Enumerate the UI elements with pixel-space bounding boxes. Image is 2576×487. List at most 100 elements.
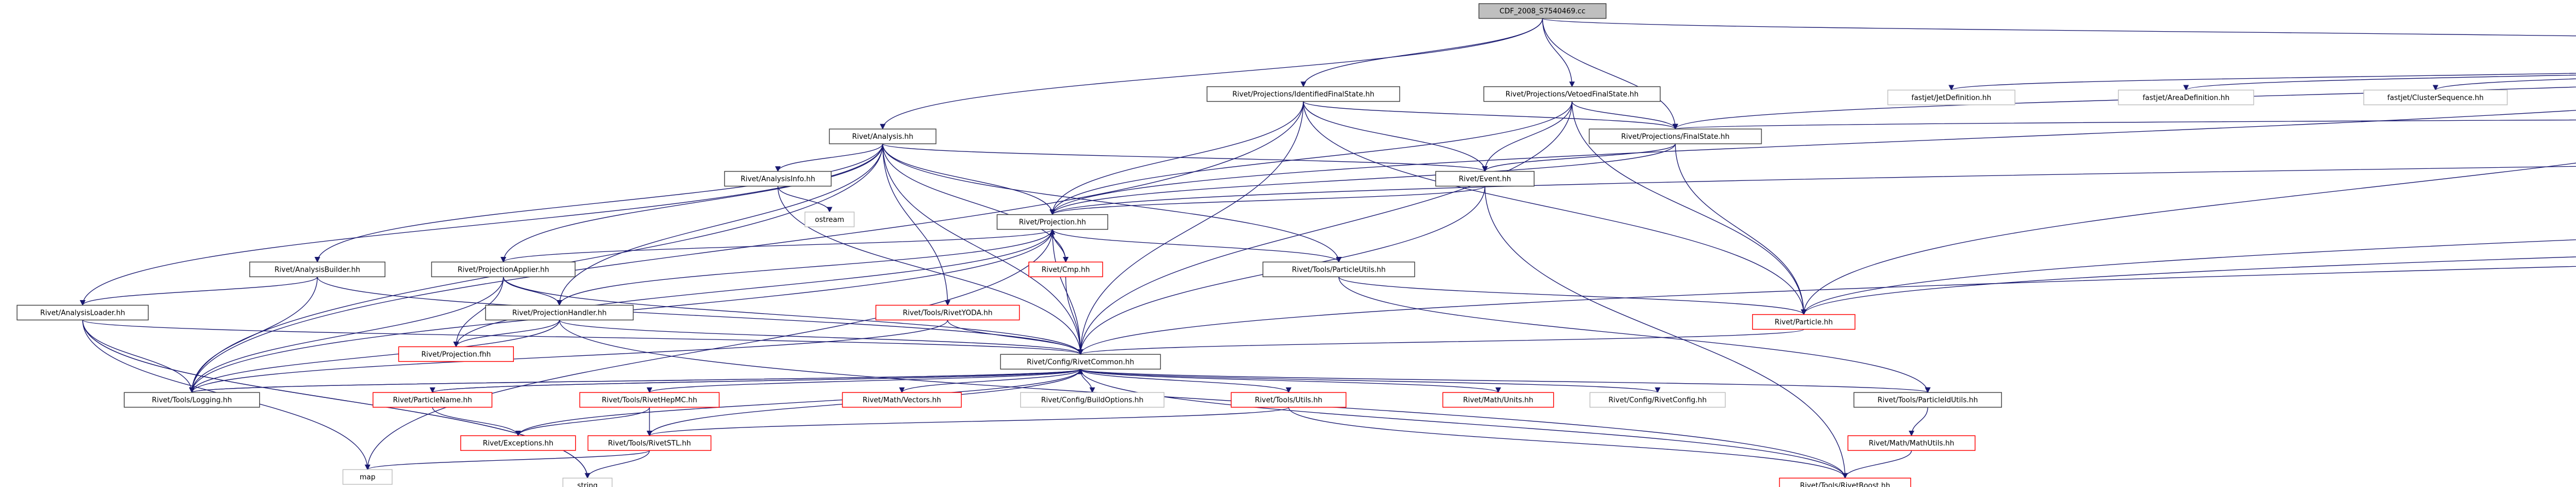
edge-idfs-to-common [1078,101,1304,355]
node-box-munits [1442,392,1554,408]
node-vfs[interactable]: Rivet/Projections/VetoedFinalState.hh [1483,86,1661,102]
node-tutils[interactable]: Rivet/Tools/Utils.hh [1231,392,1346,408]
edge-analysis-to-projection [882,144,1056,215]
node-aloader[interactable]: Rivet/AnalysisLoader.hh [16,304,149,321]
edge-putils-to-particle [1338,276,1807,315]
node-hepmc[interactable]: Rivet/Tools/RivetHepMC.hh [579,392,720,408]
node-label-rstl: Rivet/Tools/RivetSTL.hh [608,439,691,448]
edge-particle-to-common [1078,328,1805,355]
edge-vfs-to-projection [1049,101,1573,215]
edge-pname-to-common [432,368,1084,393]
edge-fastjets-to-fj_cs [2433,78,2576,91]
node-box-logging [124,392,260,408]
node-projection[interactable]: Rivet/Projection.hh [997,214,1109,230]
node-label-string: string [577,482,598,487]
node-label-fj_jetdef: fastjet/JetDefinition.hh [1911,94,1991,102]
node-label-yoda: Rivet/Tools/RivetYODA.hh [903,309,992,317]
edge-phandler-to-logging [189,320,560,394]
edge-jetalg-to-particle [1801,239,2576,315]
edge-rstl-to-map [365,450,650,471]
edge-aloader-to-logging [82,320,195,394]
node-rstl[interactable]: Rivet/Tools/RivetSTL.hh [587,435,712,451]
node-mmutils[interactable]: Rivet/Math/MathUtils.hh [1847,435,1976,451]
node-label-logging: Rivet/Tools/Logging.hh [152,396,232,404]
edge-analysis-to-yoda [882,144,951,306]
node-label-abuilder: Rivet/AnalysisBuilder.hh [274,266,360,274]
node-yoda[interactable]: Rivet/Tools/RivetYODA.hh [875,304,1020,321]
edge-fastjets-to-fsproj [1672,86,2576,130]
node-label-particle: Rivet/Particle.hh [1775,319,1833,327]
edge-ainfo-to-common [777,186,1084,355]
node-pidutils[interactable]: Rivet/Tools/ParticleIdUtils.hh [1853,392,2002,408]
edge-vfs-to-event [1482,101,1573,172]
node-label-common: Rivet/Config/RivetCommon.hh [1027,358,1134,366]
node-mvec[interactable]: Rivet/Math/Vectors.hh [842,392,962,408]
node-cmp[interactable]: Rivet/Cmp.hh [1028,261,1103,278]
node-event[interactable]: Rivet/Event.hh [1435,171,1535,187]
node-buildopt: Rivet/Config/BuildOptions.hh [1020,392,1164,408]
node-idfs[interactable]: Rivet/Projections/IdentifiedFinalState.h… [1207,86,1401,102]
node-box-exceptions [460,435,576,451]
node-papplier[interactable]: Rivet/ProjectionApplier.hh [431,261,576,278]
edge-root-to-fastjets [1542,18,2576,37]
node-boost[interactable]: Rivet/Tools/RivetBoost.hh [1779,477,1911,487]
node-particle[interactable]: Rivet/Particle.hh [1752,314,1855,330]
edge-jetalg-to-fsproj [1674,119,2576,130]
node-logging[interactable]: Rivet/Tools/Logging.hh [124,392,260,408]
edge-analysis-to-abuilder [314,144,883,263]
edge-cmp-to-projection [1049,228,1067,262]
edge-idfs-to-event [1303,101,1488,172]
edge-putils-to-pidutils [1338,277,1931,394]
node-label-hepmc: Rivet/Tools/RivetHepMC.hh [602,396,698,404]
node-box-ainfo [724,171,832,187]
node-phandler[interactable]: Rivet/ProjectionHandler.hh [485,304,634,321]
node-box-tutils [1231,392,1346,408]
edge-abuilder-to-logging [189,277,318,394]
edge-analysis-to-cmp [882,144,1069,263]
node-box-putils [1262,261,1415,278]
node-root[interactable]: CDF_2008_S7540469.cc [1478,3,1607,19]
node-rconfig: Rivet/Config/RivetConfig.hh [1589,392,1726,408]
edge-projection-to-phandler [557,229,1053,306]
node-label-ostream: ostream [815,216,845,224]
node-common[interactable]: Rivet/Config/RivetCommon.hh [1000,354,1161,370]
edge-fsproj-to-particle [1675,144,1807,315]
node-fsproj[interactable]: Rivet/Projections/FinalState.hh [1589,128,1762,144]
node-fj_jetdef: fastjet/JetDefinition.hh [1887,90,2016,105]
node-box-root [1478,3,1607,19]
node-box-abuilder [249,261,385,278]
edge-analysis-to-ainfo [775,143,883,172]
edge-rstl-to-string [584,450,650,479]
edge-yoda-to-logging [189,320,949,394]
node-putils[interactable]: Rivet/Tools/ParticleUtils.hh [1262,261,1415,278]
node-pname[interactable]: Rivet/ParticleName.hh [372,392,493,408]
edge-common-to-rconfig [1080,368,1660,394]
node-label-mmutils: Rivet/Math/MathUtils.hh [1869,439,1954,448]
node-label-mvec: Rivet/Math/Vectors.hh [863,396,941,404]
edge-idfs-to-fsproj [1303,101,1678,130]
node-label-exceptions: Rivet/Exceptions.hh [483,439,553,448]
node-abuilder[interactable]: Rivet/AnalysisBuilder.hh [249,261,385,278]
node-munits[interactable]: Rivet/Math/Units.hh [1442,392,1554,408]
node-label-fj_cs: fastjet/ClusterSequence.hh [2387,94,2484,102]
edge-projection-to-papplier [500,229,1053,263]
node-projfhh[interactable]: Rivet/Projection.fhh [398,346,514,362]
node-exceptions[interactable]: Rivet/Exceptions.hh [460,435,576,451]
node-analysis[interactable]: Rivet/Analysis.hh [829,128,936,144]
node-ainfo[interactable]: Rivet/AnalysisInfo.hh [724,171,832,187]
edge-root-to-idfs [1300,18,1543,87]
edge-idfs-to-logging [189,101,1304,394]
node-box-mmutils [1847,435,1976,451]
edge-mmutils-to-boost [1842,450,1912,479]
node-box-string [562,477,613,487]
node-box-projection [997,214,1109,230]
edge-hepmc-to-exceptions [515,407,650,437]
edge-fsproj-to-projection [1050,143,1676,215]
node-box-ostream [804,212,855,227]
node-label-analysis: Rivet/Analysis.hh [852,133,914,141]
edge-abuilder-to-aloader [80,276,318,306]
edge-analysis-to-papplier [500,144,883,263]
node-ostream: ostream [804,212,855,227]
node-box-mvec [842,392,962,408]
